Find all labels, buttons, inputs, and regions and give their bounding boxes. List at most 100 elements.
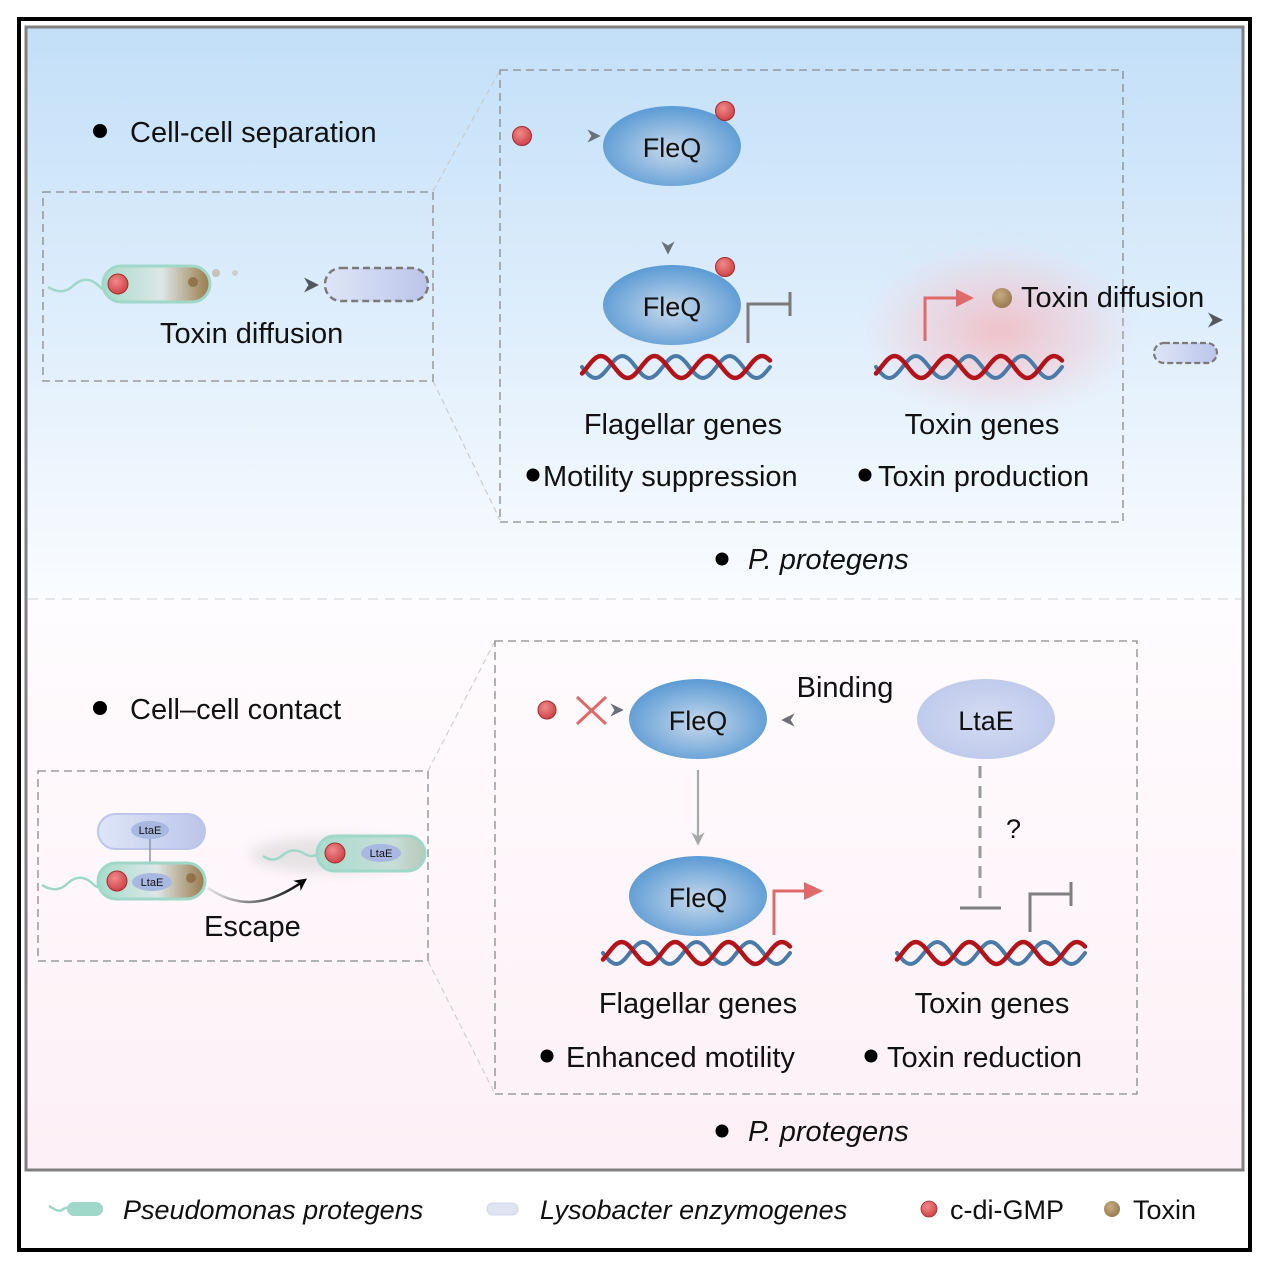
fleq-protein	[629, 679, 767, 759]
dna-strand-blue	[580, 353, 772, 381]
bullet-icon	[93, 701, 107, 715]
zoom-connector-line	[427, 640, 496, 772]
ltae-protein	[917, 679, 1055, 759]
toxin-icon	[992, 288, 1012, 308]
legend: Pseudomonas protegens Lysobacter enzymog…	[48, 1195, 1196, 1225]
toxin-diffusion-label: Toxin diffusion	[1021, 282, 1204, 314]
legend-item-c-di-gmp: c-di-GMP	[920, 1195, 1064, 1225]
contact-mechanism-box	[494, 640, 1138, 1095]
toxin-particle-icon	[232, 270, 238, 276]
dna-strand-blue	[874, 353, 1064, 381]
fleq-label: FleQ	[669, 706, 728, 736]
promoter-repressed-icon	[1028, 892, 1071, 932]
bullet-icon	[540, 1049, 554, 1063]
outcome-motility-suppression: Motility suppression	[543, 461, 798, 493]
c-di-gmp-icon	[512, 126, 532, 146]
fleq-bound-label: FleQ	[669, 883, 728, 913]
toxin-icon	[188, 277, 198, 287]
ltae-label: LtaE	[958, 706, 1014, 736]
dna-strand-red	[873, 353, 1065, 381]
dna-strand-blue	[895, 939, 1087, 967]
legend-label: c-di-GMP	[950, 1195, 1064, 1225]
separation-inset-box	[42, 191, 434, 382]
ltae-small-label: LtaE	[139, 825, 162, 837]
pseudomonas-cell-icon	[67, 1202, 103, 1216]
gene-label-flagellar: Flagellar genes	[599, 988, 797, 1020]
outcome-toxin-reduction: Toxin reduction	[887, 1042, 1082, 1074]
c-di-gmp-icon	[715, 101, 735, 121]
legend-item-toxin: Toxin	[1104, 1195, 1196, 1225]
zoom-connector-line	[427, 960, 496, 1095]
promoter-active-icon	[923, 296, 958, 341]
legend-label: Lysobacter enzymogenes	[540, 1195, 847, 1225]
fleq-protein-released	[629, 856, 767, 936]
activation-arrowhead-icon	[804, 882, 823, 900]
flagellum-icon	[262, 849, 319, 861]
gene-label-flagellar: Flagellar genes	[584, 409, 782, 441]
dna-strand-red	[894, 939, 1088, 967]
fleq-protein-bound	[603, 265, 741, 345]
blocked-x-icon	[575, 695, 608, 726]
pseudomonas-body	[101, 264, 212, 304]
toxin-particle-icon	[212, 269, 220, 277]
pseudomonas-cell	[47, 264, 212, 304]
dna-toxin-genes	[894, 939, 1088, 967]
bullet-icon	[526, 468, 540, 482]
promoter-repressed-icon	[746, 302, 790, 343]
c-di-gmp-icon	[324, 842, 346, 864]
toxin-icon	[186, 873, 196, 883]
c-di-gmp-icon	[107, 273, 129, 295]
fleq-bound-label: FleQ	[643, 292, 702, 322]
outcome-enhanced-motility: Enhanced motility	[566, 1042, 795, 1074]
bottom-panel: Cell–cell contact LtaE LtaE LtaE Escape	[37, 640, 1138, 1148]
legend-label: Pseudomonas protegens	[123, 1195, 423, 1225]
lysobacter-cell-distant	[1152, 341, 1219, 365]
toxin-dot-icon	[1104, 1201, 1120, 1217]
ltae-small-protein	[132, 873, 172, 891]
condition-label-separation: Cell-cell separation	[130, 117, 377, 149]
organism-label: P. protegens	[748, 1116, 909, 1148]
ltae-small-label: LtaE	[141, 877, 164, 889]
lysobacter-cell-distant	[323, 266, 430, 303]
binding-label: Binding	[797, 672, 894, 704]
bullet-icon	[864, 1049, 878, 1063]
lysobacter-cell-icon	[486, 1202, 519, 1216]
activation-arrowhead-icon	[956, 289, 974, 307]
toxin-glow	[860, 240, 1140, 420]
legend-item-pseudomonas: Pseudomonas protegens	[48, 1195, 423, 1225]
contact-inset-box	[37, 770, 429, 962]
fleq-label: FleQ	[643, 133, 702, 163]
legend-item-lysobacter: Lysobacter enzymogenes	[486, 1195, 847, 1225]
ltae-small-label: LtaE	[370, 848, 393, 860]
fleq-protein	[603, 106, 741, 186]
dna-flagellar-genes	[579, 353, 773, 381]
inner-frame	[24, 25, 1245, 1172]
c-di-gmp-icon	[715, 257, 735, 277]
organism-label: P. protegens	[748, 544, 909, 576]
bullet-icon	[715, 1124, 729, 1138]
unknown-mechanism-label: ?	[1006, 814, 1021, 844]
inset-caption-escape: Escape	[204, 911, 301, 943]
condition-label-contact: Cell–cell contact	[130, 694, 341, 726]
flagellum-icon	[41, 876, 103, 891]
c-di-gmp-icon	[537, 700, 557, 720]
dna-strand-blue	[601, 939, 792, 967]
legend-label: Toxin	[1133, 1195, 1196, 1225]
inset-caption-toxin-diffusion: Toxin diffusion	[160, 318, 343, 350]
ltae-small-protein	[131, 821, 169, 839]
zoom-connector-line	[432, 69, 501, 192]
ltae-small-protein	[361, 844, 401, 862]
dna-strand-red	[600, 939, 793, 967]
gene-label-toxin: Toxin genes	[905, 409, 1060, 441]
dna-toxin-genes	[873, 353, 1065, 381]
top-panel: Cell-cell separation Toxin diffusion Fle…	[42, 69, 1223, 576]
dna-flagellar-genes	[600, 939, 793, 967]
bullet-icon	[715, 552, 729, 566]
c-di-gmp-icon	[106, 870, 128, 892]
escape-arrow	[207, 878, 308, 904]
promoter-active-icon	[772, 889, 806, 935]
bullet-icon	[858, 468, 872, 482]
zoom-connector-line	[432, 380, 501, 521]
bullet-icon	[93, 124, 107, 138]
